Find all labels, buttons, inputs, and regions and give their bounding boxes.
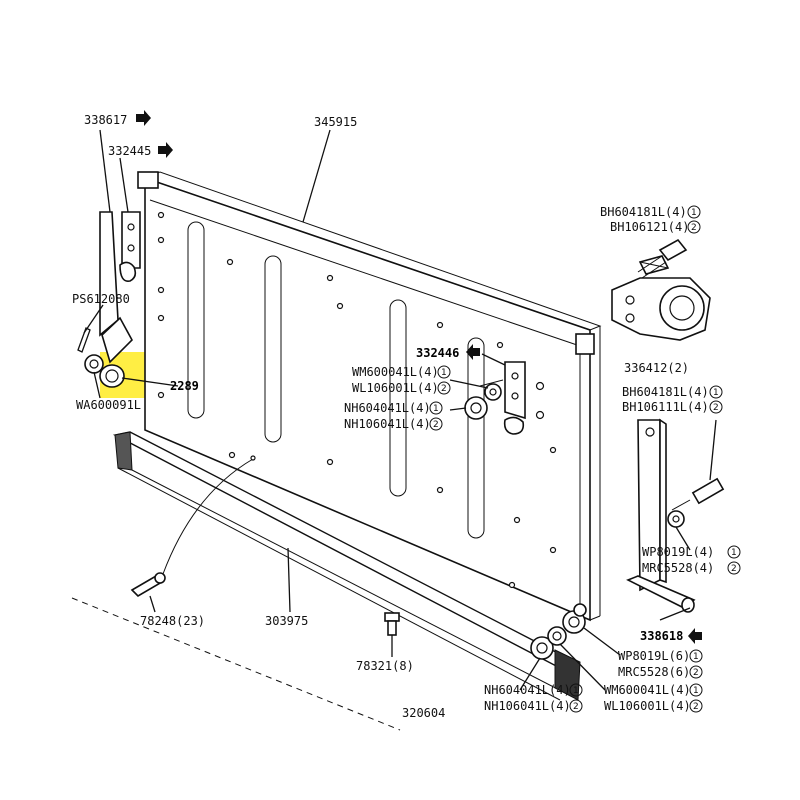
arrow-left-icon — [466, 344, 480, 360]
center-bracket — [464, 361, 526, 435]
label-ps612080: PS612080 — [72, 292, 130, 306]
label-320604: 320604 — [402, 706, 445, 720]
label-nh604041-mid: NH604041L(4) — [344, 401, 431, 415]
svg-text:1: 1 — [713, 388, 719, 398]
svg-text:1: 1 — [693, 652, 699, 662]
label-336412: 336412(2) — [624, 361, 689, 375]
label-wm600041-bottom: WM600041L(4) — [604, 683, 691, 697]
svg-text:2: 2 — [433, 420, 439, 430]
label-338617: 338617 — [84, 113, 127, 127]
left-hinge-bracket — [99, 211, 141, 364]
label-bh604181-right: BH604181L(4) — [622, 385, 709, 399]
label-nh604041-bottom: NH604041L(4) — [484, 683, 571, 697]
svg-text:1: 1 — [433, 404, 439, 414]
bottom-nut-stack — [530, 603, 587, 660]
floor-dashed-line — [71, 597, 401, 731]
label-2289: 2289 — [170, 379, 199, 393]
svg-text:2: 2 — [573, 702, 579, 712]
label-78321: 78321(8) — [356, 659, 414, 673]
bolt-top — [637, 238, 688, 279]
label-78248: 78248(23) — [140, 614, 205, 628]
label-wa600091: WA600091L — [76, 398, 141, 412]
svg-text:1: 1 — [691, 208, 697, 218]
label-wp8019-bottom: WP8019L(6) — [618, 649, 690, 663]
circled-refs: 1 2 1 2 1 2 1 2 1 2 1 2 1 2 1 2 — [429, 205, 741, 713]
svg-text:1: 1 — [441, 368, 447, 378]
bottom-seal-strip — [112, 431, 581, 701]
label-303975: 303975 — [265, 614, 308, 628]
svg-text:2: 2 — [693, 668, 699, 678]
towing-eye — [611, 255, 711, 341]
arrow-left-icon — [688, 628, 702, 644]
label-wp8019-right: WP8019L(4) — [642, 545, 714, 559]
washer-wa600091 — [84, 354, 104, 374]
label-332446: 332446 — [416, 346, 459, 360]
label-bh604181-top: BH604181L(4) — [600, 205, 687, 219]
label-mrc5528-bottom: MRC5528(6) — [618, 665, 690, 679]
svg-text:1: 1 — [693, 686, 699, 696]
label-wm600041-mid: WM600041L(4) — [352, 365, 439, 379]
svg-text:1: 1 — [731, 548, 737, 558]
label-345915: 345915 — [314, 115, 357, 129]
label-bh106111: BH106111L(4) — [622, 400, 709, 414]
svg-text:2: 2 — [691, 223, 697, 233]
label-wl106001-bottom: WL106001L(4) — [604, 699, 691, 713]
svg-text:2: 2 — [441, 384, 447, 394]
leader-lines — [83, 129, 717, 691]
svg-text:2: 2 — [693, 702, 699, 712]
label-nh106041-bottom: NH106041L(4) — [484, 699, 571, 713]
svg-text:2: 2 — [713, 403, 719, 413]
label-mrc5528-right: MRC5528(4) — [642, 561, 714, 575]
label-338618: 338618 — [640, 629, 683, 643]
svg-text:1: 1 — [573, 686, 579, 696]
bushing-2289 — [99, 364, 125, 388]
label-nh106041-mid: NH106041L(4) — [344, 417, 431, 431]
split-pin — [77, 327, 91, 353]
label-bh106121: BH106121(4) — [610, 220, 689, 234]
screw-78321 — [384, 612, 400, 636]
rivet-78248 — [130, 572, 166, 598]
tailgate-panel — [137, 171, 602, 622]
arrow-right-icon — [158, 142, 173, 158]
right-hinge-bracket — [626, 418, 725, 613]
arrow-right-icon — [136, 110, 151, 126]
label-332445: 332445 — [108, 144, 151, 158]
svg-text:2: 2 — [731, 564, 737, 574]
label-wl106001-mid: WL106001L(4) — [352, 381, 439, 395]
